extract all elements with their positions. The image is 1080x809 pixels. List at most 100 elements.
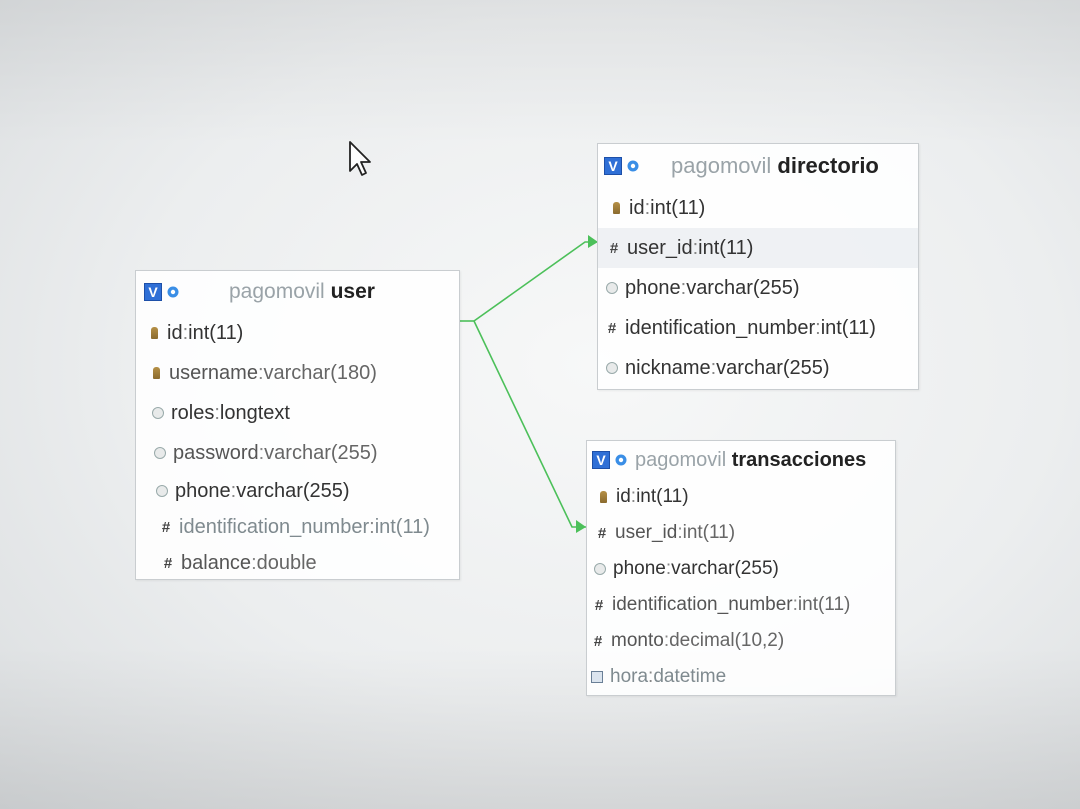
primary-key-icon: [597, 490, 609, 504]
table-name: directorio: [777, 153, 879, 178]
field-type: int(11): [636, 486, 689, 507]
field-separator: :: [792, 594, 798, 615]
table-title: pagomovil user: [229, 280, 375, 304]
field-type: varchar(255): [236, 479, 350, 502]
database-name: pagomovil: [635, 448, 727, 471]
table-name: transacciones: [731, 448, 867, 471]
numeric-field-icon: [162, 556, 174, 570]
field-separator: :: [182, 321, 189, 344]
field-separator: :: [692, 236, 699, 259]
numeric-field-icon: [593, 598, 605, 612]
primary-key-icon: [610, 201, 622, 215]
field-name: balance: [181, 551, 252, 574]
table-title: pagomovil directorio: [671, 153, 879, 179]
field-name: hora: [610, 666, 649, 687]
gear-icon[interactable]: [625, 158, 641, 174]
table-user-header[interactable]: V pagomovil user: [136, 271, 459, 313]
database-name: pagomovil: [671, 153, 772, 178]
field-type: varchar(255): [264, 441, 378, 464]
field-separator: :: [648, 666, 654, 687]
field-row-monto[interactable]: monto : decimal(10,2): [587, 623, 895, 659]
relation-arrow-transacciones: [576, 520, 586, 533]
field-name: nickname: [625, 356, 711, 379]
field-type: varchar(255): [686, 276, 800, 299]
relation-user-directorio: [459, 241, 598, 322]
field-name: phone: [625, 276, 681, 299]
field-name: roles: [171, 401, 215, 424]
visibility-toggle-icon[interactable]: V: [592, 451, 610, 469]
field-row-username[interactable]: username : varchar(180): [136, 353, 459, 393]
numeric-field-icon: [592, 634, 604, 648]
field-row-phone[interactable]: phone : varchar(255): [598, 268, 918, 308]
field-type: double: [256, 551, 317, 574]
field-separator: :: [257, 361, 264, 384]
table-directorio[interactable]: V pagomovil directorio id : int(11) user…: [597, 143, 919, 390]
table-directorio-header[interactable]: V pagomovil directorio: [598, 144, 918, 188]
visibility-toggle-icon[interactable]: V: [144, 283, 162, 301]
field-row-user-id[interactable]: user_id : int(11): [598, 228, 918, 268]
field-type: int(11): [374, 515, 430, 538]
field-row-nickname[interactable]: nickname : varchar(255): [598, 348, 918, 388]
field-separator: :: [677, 522, 683, 543]
field-type: int(11): [797, 594, 851, 615]
field-row-password[interactable]: password : varchar(255): [136, 433, 459, 473]
field-separator: :: [258, 441, 265, 464]
field-name: identification_number: [179, 515, 370, 538]
table-transacciones-header[interactable]: V pagomovil transacciones: [587, 441, 895, 479]
field-row-balance[interactable]: balance : double: [136, 545, 459, 581]
field-separator: :: [251, 551, 257, 574]
field-row-identification-number[interactable]: identification_number : int(11): [598, 308, 918, 348]
field-name: monto: [611, 630, 664, 651]
field-name: phone: [175, 479, 231, 502]
field-type: datetime: [653, 666, 727, 687]
primary-key-icon: [148, 326, 160, 340]
field-row-roles[interactable]: roles : longtext: [136, 393, 459, 433]
text-field-icon: [606, 281, 618, 295]
field-separator: :: [815, 316, 821, 339]
field-type: varchar(255): [671, 558, 779, 579]
field-name: id: [167, 321, 183, 344]
gear-icon[interactable]: [613, 452, 629, 468]
field-row-id[interactable]: id : int(11): [598, 188, 918, 228]
field-row-id[interactable]: id : int(11): [136, 313, 459, 353]
field-separator: :: [665, 558, 672, 579]
table-user[interactable]: V pagomovil user id : int(11) username :…: [135, 270, 460, 580]
text-field-icon: [156, 484, 168, 498]
field-type: int(11): [650, 196, 706, 219]
numeric-field-icon: [160, 520, 172, 534]
field-separator: :: [214, 401, 220, 424]
field-row-id[interactable]: id : int(11): [587, 479, 895, 515]
field-row-phone[interactable]: phone : varchar(255): [136, 473, 459, 509]
visibility-toggle-icon[interactable]: V: [604, 157, 622, 175]
field-separator: :: [663, 630, 670, 651]
field-name: identification_number: [625, 316, 816, 339]
field-separator: :: [369, 515, 375, 538]
relation-user-transacciones: [473, 320, 586, 528]
field-name: user_id: [627, 236, 693, 259]
numeric-field-icon: [608, 241, 620, 255]
field-type: varchar(180): [263, 361, 377, 384]
field-type: int(11): [698, 236, 754, 259]
text-field-icon: [152, 406, 164, 420]
field-separator: :: [710, 356, 717, 379]
mouse-cursor-icon: [349, 141, 371, 176]
field-row-user-id[interactable]: user_id : int(11): [587, 515, 895, 551]
field-name: phone: [613, 558, 666, 579]
field-row-hora[interactable]: hora : datetime: [587, 659, 895, 695]
text-field-icon: [594, 562, 606, 576]
field-type: int(11): [820, 316, 876, 339]
field-type: decimal(10,2): [669, 630, 785, 651]
field-name: id: [616, 486, 631, 507]
gear-icon[interactable]: [165, 284, 181, 300]
field-separator: :: [644, 196, 651, 219]
field-name: user_id: [615, 522, 678, 543]
table-transacciones[interactable]: V pagomovil transacciones id : int(11) u…: [586, 440, 896, 696]
field-row-identification-number[interactable]: identification_number : int(11): [587, 587, 895, 623]
field-name: identification_number: [612, 594, 793, 615]
field-type: int(11): [682, 522, 736, 543]
table-name: user: [330, 280, 375, 303]
field-separator: :: [630, 486, 637, 507]
field-row-identification-number[interactable]: identification_number : int(11): [136, 509, 459, 545]
text-field-icon: [606, 361, 618, 375]
field-row-phone[interactable]: phone : varchar(255): [587, 551, 895, 587]
